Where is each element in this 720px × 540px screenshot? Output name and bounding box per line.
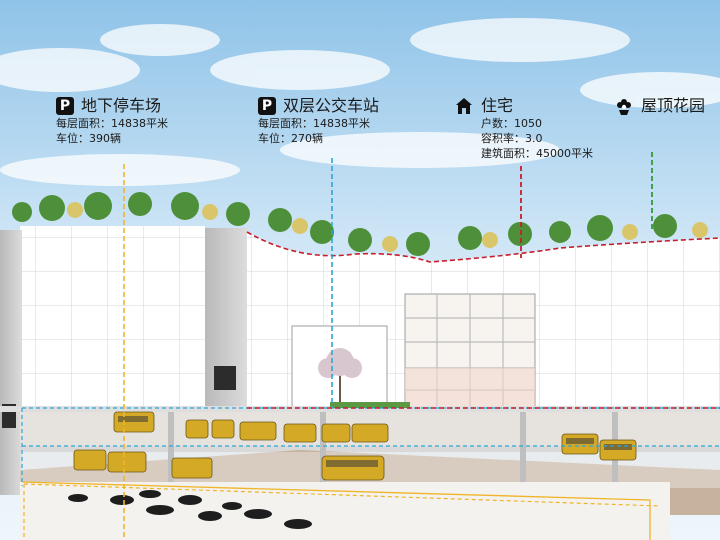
- house-icon: [454, 96, 474, 116]
- bus-station-area: 每层面积：14838平米: [258, 117, 370, 130]
- residential-floor-highlight: [405, 368, 535, 390]
- residential-outline: [246, 231, 720, 409]
- residential-households: 户数：1050: [481, 117, 542, 130]
- residential-floor-area: 建筑面积：45000平米: [481, 147, 593, 160]
- ground-garden-strip: [330, 402, 410, 408]
- parking-outline: [23, 483, 661, 540]
- parking-icon: P: [56, 97, 74, 115]
- underground-parking-area: 每层面积：14838平米: [56, 117, 168, 130]
- bus-windows: [118, 416, 632, 467]
- bus-station-spaces: 车位：270辆: [258, 132, 323, 145]
- bus-station-label: P 双层公交车站 每层面积：14838平米 车位：270辆: [258, 96, 379, 146]
- residential-label: 住宅 户数：1050 容积率：3.0 建筑面积：45000平米: [454, 96, 593, 161]
- parking-icon: P: [258, 97, 276, 115]
- underground-parking-spaces: 车位：390辆: [56, 132, 121, 145]
- rooftop-trees: [12, 192, 708, 256]
- bus-station-title: 双层公交车站: [283, 96, 380, 115]
- roof-garden-label: 屋顶花园: [614, 96, 705, 116]
- residential-ground-highlight: [405, 390, 535, 410]
- elevator: [214, 366, 236, 390]
- parking-boundary: [21, 481, 651, 540]
- clouds: [0, 18, 720, 186]
- ground-slab: [0, 406, 720, 412]
- underground-parking-title: 地下停车场: [81, 96, 162, 115]
- left-concrete-wall: [0, 230, 22, 495]
- residential-plot-ratio: 容积率：3.0: [481, 132, 543, 145]
- flower-icon: [614, 96, 634, 116]
- bus-deck-lower-slab: [20, 446, 720, 452]
- blossom-canopy: [318, 348, 362, 378]
- underground-parking-label: P 地下停车场 每层面积：14838平米 车位：390辆: [56, 96, 168, 146]
- left-tower-facade: [20, 226, 205, 406]
- roof-garden-title: 屋顶花园: [641, 96, 706, 115]
- cars: [68, 490, 312, 529]
- residential-title: 住宅: [481, 96, 514, 115]
